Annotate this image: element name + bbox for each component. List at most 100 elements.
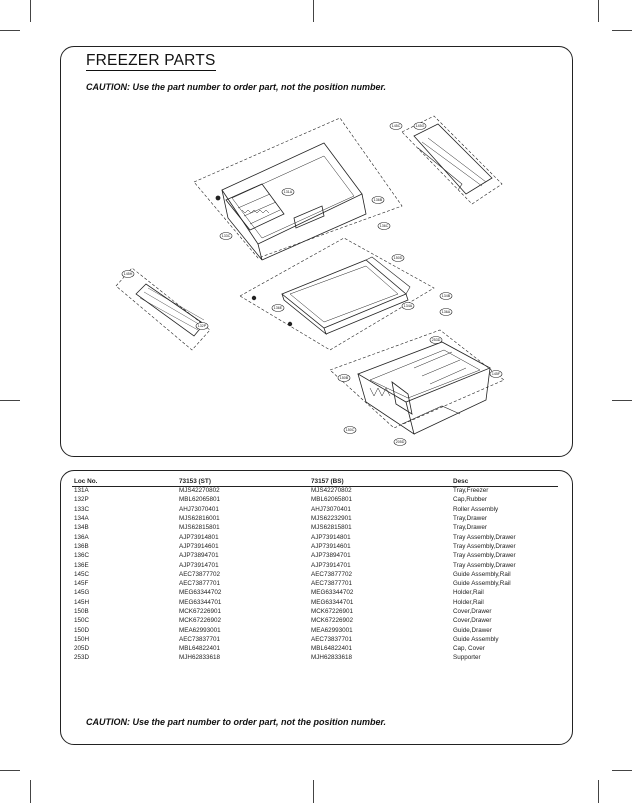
cell-part-73153: MJH62833618 (179, 654, 220, 662)
cell-part-73157: MEG63344702 (311, 589, 354, 597)
cell-description: Tray,Freezer (453, 487, 489, 495)
cell-part-73153: MEG63344702 (179, 589, 222, 597)
cell-part-73157: MJS62815801 (311, 524, 352, 532)
svg-text:150B: 150B (340, 376, 349, 380)
svg-text:131A: 131A (284, 190, 293, 194)
callout-205D: 205D (393, 438, 407, 446)
cell-part-73153: AEC73877702 (179, 570, 220, 578)
crop-mark (612, 770, 632, 771)
cell-description: Guide Assembly,Rail (453, 580, 511, 588)
cell-description: Tray Assembly,Drawer (453, 542, 516, 550)
crop-mark (598, 780, 599, 803)
callout-134B: 134B (439, 292, 453, 300)
callout-136B: 136B (371, 196, 385, 204)
cell-loc-no: 253D (74, 654, 90, 662)
cell-loc-no: 145F (74, 580, 89, 588)
cell-description: Supporter (453, 654, 481, 662)
side-rail-guide-drawing (401, 115, 503, 205)
cell-part-73157: MCK67226901 (311, 608, 354, 615)
parts-table-panel (60, 470, 573, 745)
callout-133C: 133C (219, 232, 233, 240)
table-row: 150B MCK67226901 MCK67226901 Cover,Drawer (74, 607, 563, 616)
cell-part-73153: MJS62815801 (179, 524, 220, 532)
callout-145G: 145G (413, 122, 427, 130)
callout-150C: 150C (343, 426, 357, 434)
cell-description: Tray Assembly,Drawer (453, 533, 516, 541)
caution-note-bottom: CAUTION: Use the part number to order pa… (86, 717, 387, 727)
cell-description: Guide Assembly (453, 635, 499, 643)
cell-part-73153: MCK67226901 (179, 608, 222, 615)
svg-text:132P: 132P (198, 324, 207, 328)
cell-loc-no: 150B (74, 608, 89, 615)
cell-loc-no: 145C (74, 570, 90, 578)
svg-text:136E: 136E (274, 306, 283, 310)
cell-description: Holder,Rail (453, 589, 484, 597)
rail-holder-drawing (115, 267, 211, 351)
drawer-tray-drawing (239, 237, 435, 351)
cell-description: Roller Assembly (453, 505, 499, 513)
cell-part-73157: AJP73914701 (311, 561, 351, 569)
cell-loc-no: 131A (74, 487, 89, 495)
svg-text:150D: 150D (394, 256, 403, 260)
cell-part-73153: AJP73914801 (179, 533, 219, 541)
callout-150B: 150B (337, 374, 351, 382)
callout-134A: 134A (401, 302, 415, 310)
cell-part-73153: MBL62065801 (179, 496, 220, 504)
freezer-tray-drawing (193, 117, 403, 261)
cell-loc-no: 145H (74, 598, 90, 606)
cell-part-73157: AHJ73070401 (311, 505, 351, 513)
crop-mark (0, 770, 20, 771)
cell-description: Holder,Rail (453, 598, 484, 606)
cell-part-73157: MBL64822401 (311, 645, 352, 653)
cell-part-73153: MJS62816001 (179, 515, 220, 523)
cell-part-73157: MCK67226902 (311, 617, 354, 625)
callout-145F: 145F (489, 370, 503, 378)
cell-part-73153: AJP73894701 (179, 552, 219, 560)
callout-132P: 132P (195, 322, 209, 330)
table-header-rule (72, 486, 558, 487)
callout-131A: 131A (281, 188, 295, 196)
caution-note-top: CAUTION: Use the part number to order pa… (86, 82, 387, 92)
cell-part-73157: AEC73877702 (311, 570, 352, 578)
callout-136E: 136E (271, 304, 285, 312)
cell-description: Guide,Drawer (453, 626, 492, 634)
cell-description: Tray,Drawer (453, 524, 487, 532)
callout-136A: 136A (439, 308, 453, 316)
svg-text:136C: 136C (380, 224, 389, 228)
cell-loc-no: 132P (74, 496, 89, 504)
callout-145H: 145H (121, 270, 135, 278)
cell-loc-no: 136C (74, 552, 90, 560)
cell-part-73157: AJP73894701 (311, 552, 351, 560)
cell-part-73153: MEA62993001 (179, 626, 221, 634)
cell-part-73157: AJP73914601 (311, 542, 351, 550)
svg-text:145C: 145C (392, 124, 401, 128)
cell-loc-no: 150C (74, 617, 90, 625)
cell-description: Cap, Cover (453, 645, 485, 653)
cell-part-73157: MJS42270802 (311, 487, 352, 495)
table-row: 136B AJP73914601 AJP73914601 Tray Assembly,… (74, 542, 563, 551)
svg-text:134B: 134B (442, 294, 451, 298)
cell-loc-no: 134B (74, 524, 89, 532)
column-header-73157: 73157 (BS) (311, 477, 344, 485)
cell-loc-no: 150D (74, 626, 90, 634)
cell-description: Tray,Drawer (453, 515, 487, 523)
cell-part-73153: AJP73914601 (179, 542, 219, 550)
exploded-parts-diagram: 145C 145G 145H 131A 136B 133C 136C 136E … (115, 115, 505, 446)
cell-part-73157: MJS62232901 (311, 515, 352, 523)
crop-mark (0, 30, 20, 31)
cell-loc-no: 136B (74, 542, 89, 550)
cell-part-73157: AJP73914801 (311, 533, 351, 541)
svg-text:205D: 205D (396, 440, 405, 444)
crop-mark (612, 400, 632, 401)
cell-loc-no: 150H (74, 635, 90, 643)
cell-description: Cover,Drawer (453, 608, 492, 615)
